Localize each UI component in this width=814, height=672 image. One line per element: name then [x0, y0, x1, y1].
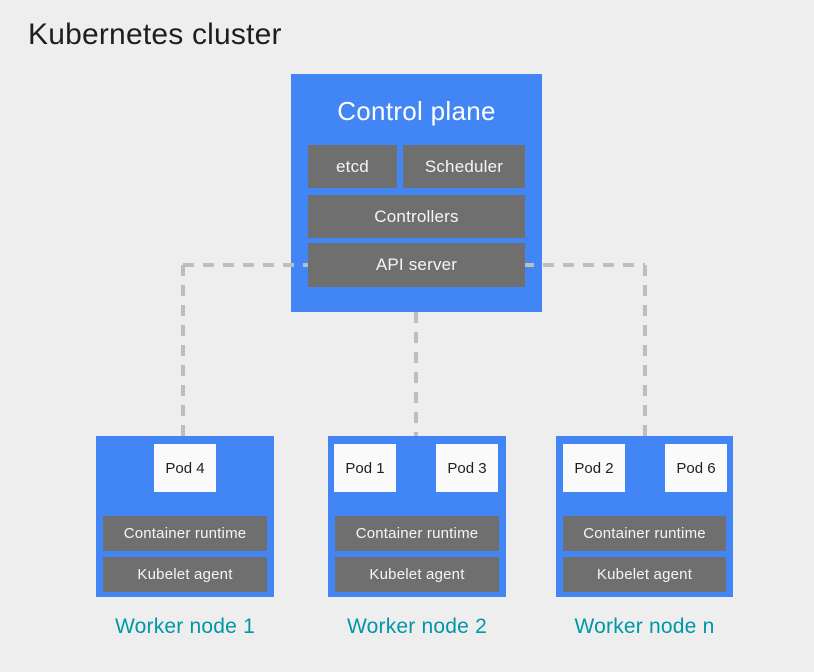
worker-node-1-box: Pod 4 Container runtime Kubelet agent	[96, 436, 274, 597]
component-scheduler: Scheduler	[403, 145, 525, 188]
worker-node-n-label: Worker node n	[574, 615, 715, 638]
connector-vertical-right	[643, 265, 647, 436]
pod-box: Pod 3	[436, 444, 498, 492]
component-container-runtime: Container runtime	[103, 516, 267, 551]
component-etcd: etcd	[308, 145, 397, 188]
component-container-runtime: Container runtime	[563, 516, 726, 551]
component-kubelet-agent: Kubelet agent	[563, 557, 726, 592]
component-kubelet-agent: Kubelet agent	[103, 557, 267, 592]
worker-node-1-label: Worker node 1	[115, 615, 255, 638]
pod-box: Pod 4	[154, 444, 216, 492]
pod-box: Pod 6	[665, 444, 727, 492]
pod-box: Pod 2	[563, 444, 625, 492]
control-plane-box: Control plane etcd Scheduler Controllers…	[291, 74, 542, 312]
worker-node-2-label: Worker node 2	[347, 615, 487, 638]
component-kubelet-agent: Kubelet agent	[335, 557, 499, 592]
connector-vertical-left	[181, 265, 185, 436]
control-plane-title: Control plane	[337, 96, 496, 126]
worker-node-n-box: Pod 2 Pod 6 Container runtime Kubelet ag…	[556, 436, 733, 597]
worker-node-2-box: Pod 1 Pod 3 Container runtime Kubelet ag…	[328, 436, 506, 597]
page-title: Kubernetes cluster	[28, 18, 282, 51]
component-container-runtime: Container runtime	[335, 516, 499, 551]
component-api-server: API server	[308, 243, 525, 287]
connector-vertical-center	[414, 312, 418, 436]
component-controllers: Controllers	[308, 195, 525, 238]
pod-box: Pod 1	[334, 444, 396, 492]
